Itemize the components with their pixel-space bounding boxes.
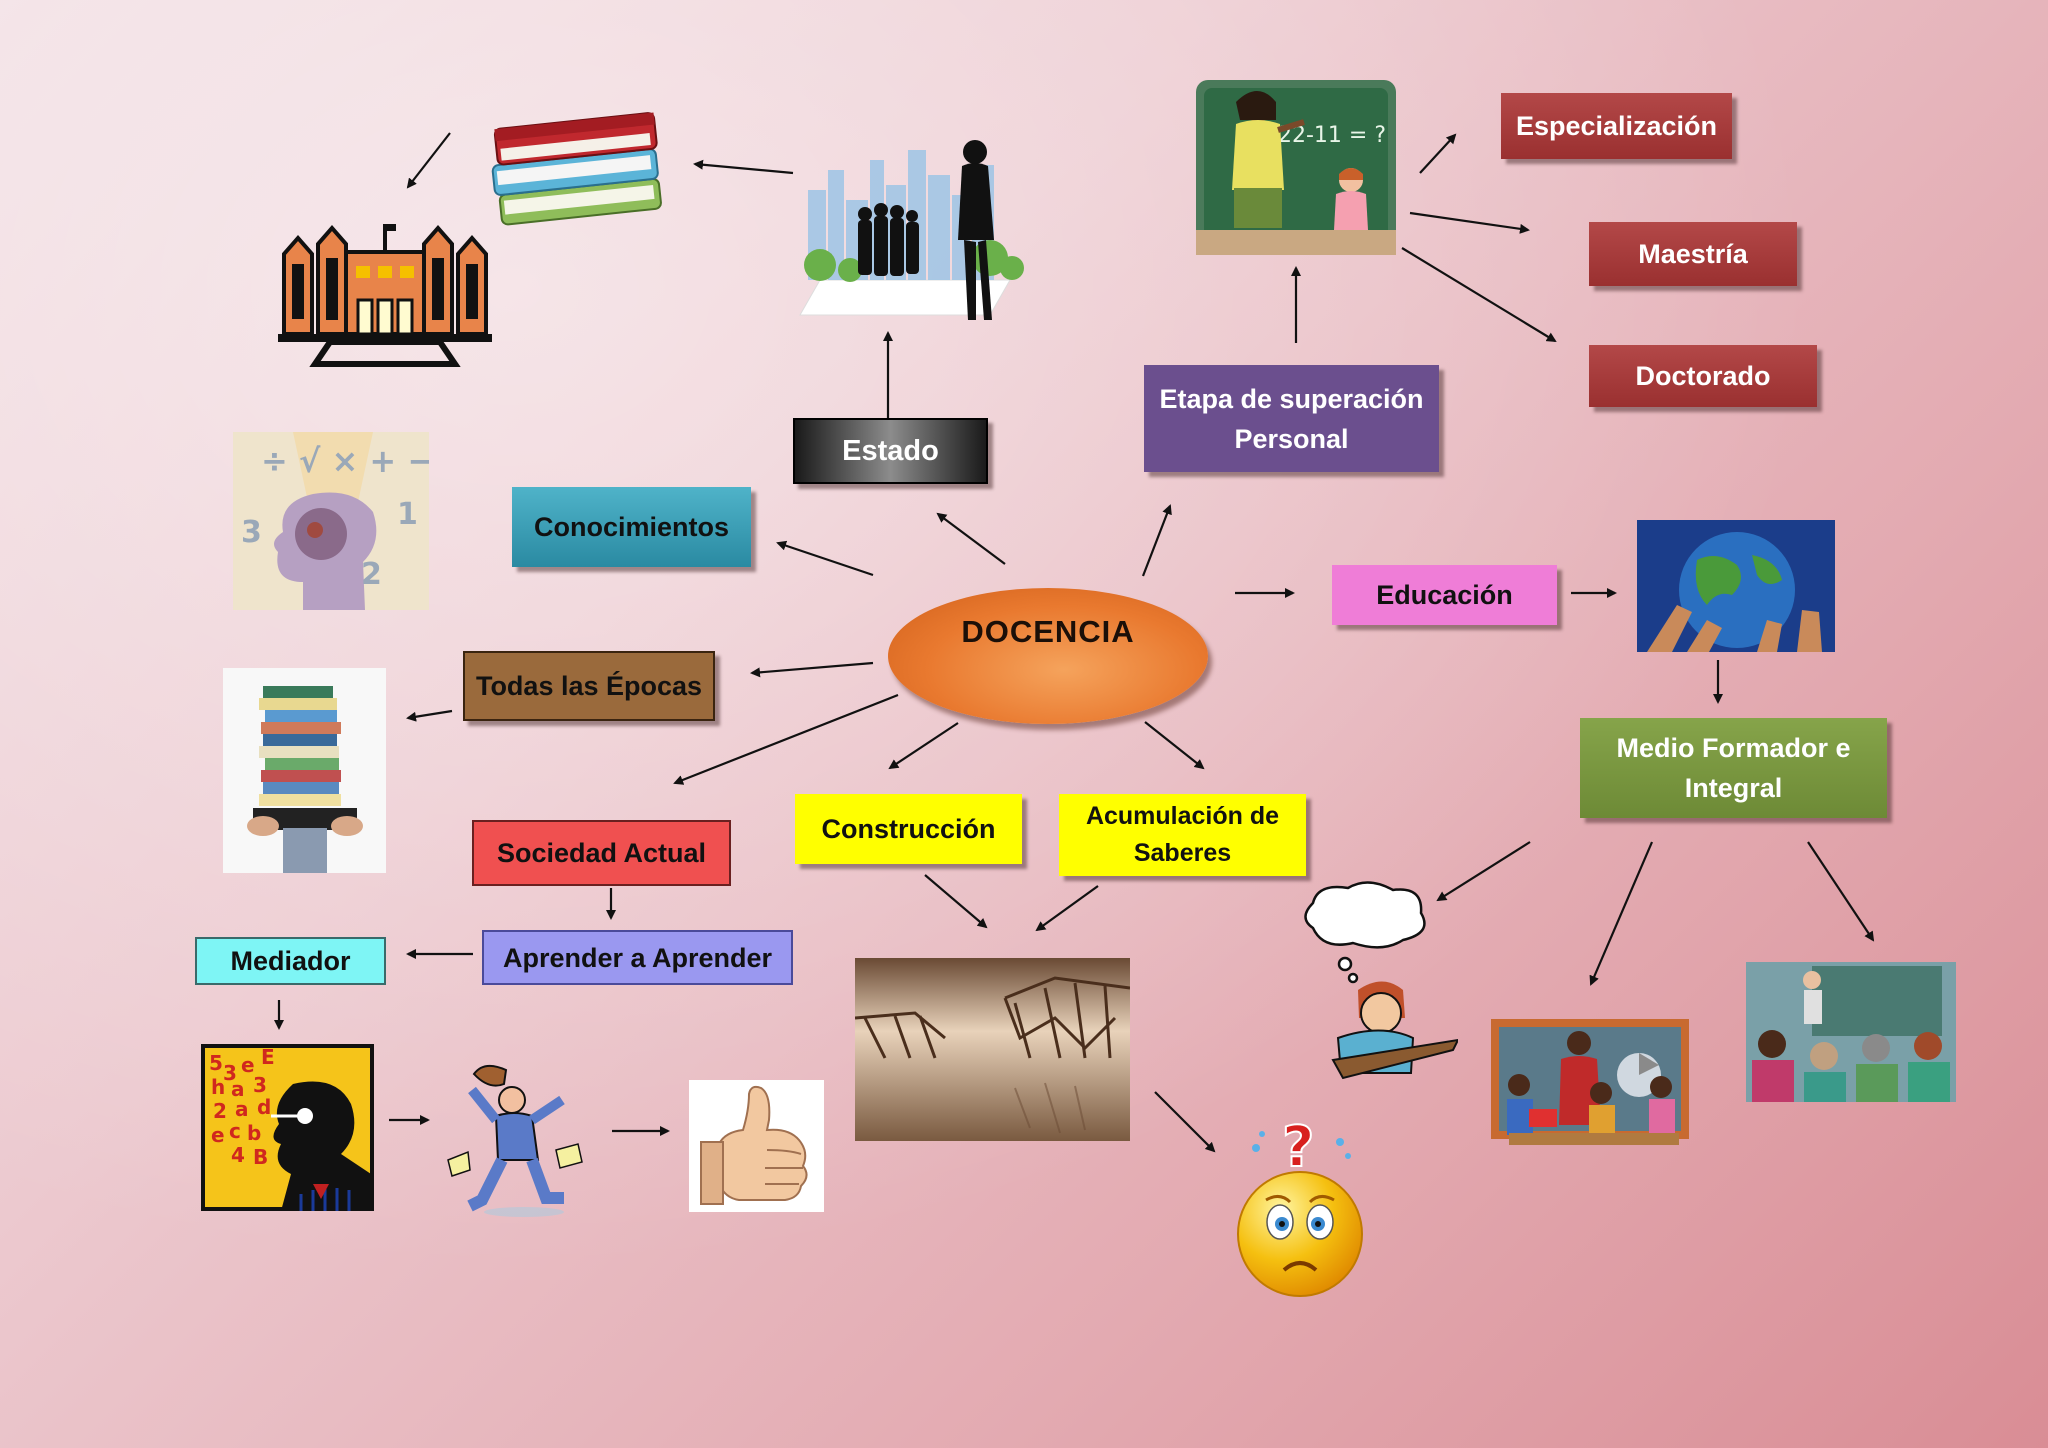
svg-text:e: e xyxy=(211,1123,225,1147)
node-mediador: Mediador xyxy=(195,937,386,985)
math-head-icon: ÷ √ × + − 3 1 2 xyxy=(233,432,429,610)
arrow-skyline-books xyxy=(693,159,794,175)
broken-bridge-photo xyxy=(855,958,1130,1141)
node-educacion: Educación xyxy=(1332,565,1557,625)
node-aprender-a-aprender: Aprender a Aprender xyxy=(482,930,793,985)
arrow-docencia-conocimientos xyxy=(776,540,874,577)
math-symbols: ÷ √ × + − xyxy=(261,442,429,480)
arrow-medio-lecture xyxy=(1807,841,1875,942)
node-medio-formador: Medio Formador e Integral xyxy=(1580,718,1887,818)
arrow-acumulacion-bridge xyxy=(1035,885,1099,932)
arrow-docencia-estado xyxy=(936,512,1006,565)
svg-text:5: 5 xyxy=(209,1051,223,1075)
arrow-docencia-etapa xyxy=(1141,504,1172,577)
arrow-books-school xyxy=(406,132,451,189)
svg-text:d: d xyxy=(257,1095,271,1119)
arrow-medio-thinker xyxy=(1436,841,1531,902)
confused-face-icon: ? xyxy=(1237,1114,1363,1297)
node-etapa-superacion: Etapa de superación Personal xyxy=(1144,365,1439,472)
node-especializacion: Especialización xyxy=(1501,93,1732,159)
svg-text:2: 2 xyxy=(213,1099,227,1123)
svg-text:h: h xyxy=(211,1075,225,1099)
math-number-1: 1 xyxy=(397,497,418,532)
node-estado: Estado xyxy=(793,418,988,484)
arrow-teacher-maestria xyxy=(1409,211,1530,234)
node-doctorado: Doctorado xyxy=(1589,345,1817,407)
svg-text:b: b xyxy=(247,1121,261,1145)
globe-hands-icon xyxy=(1637,520,1835,652)
books-stack-icon xyxy=(491,112,662,226)
arrow-medio-classroom xyxy=(1589,841,1654,986)
node-todas-las-epocas: Todas las Épocas xyxy=(463,651,715,721)
thinking-student-icon xyxy=(1304,881,1458,1080)
math-number-2: 2 xyxy=(361,557,382,592)
svg-text:3: 3 xyxy=(223,1061,237,1085)
teacher-chalkboard-icon: 22-11 = ? xyxy=(1196,80,1396,255)
thumbs-up-icon xyxy=(689,1080,824,1212)
arrow-docencia-epocas xyxy=(750,661,874,678)
svg-text:E: E xyxy=(261,1045,275,1069)
arrow-docencia-acumulacion xyxy=(1144,721,1205,770)
svg-text:B: B xyxy=(253,1145,268,1169)
node-acumulacion-saberes: Acumulación de Saberes xyxy=(1059,794,1306,876)
arrow-epocas-stack xyxy=(406,709,453,722)
arrow-docencia-sociedad xyxy=(673,693,899,785)
lecture-audience-icon xyxy=(1746,962,1956,1102)
city-business-people-icon xyxy=(799,140,1024,320)
node-sociedad-actual: Sociedad Actual xyxy=(472,820,731,886)
classroom-children-icon xyxy=(1491,1019,1689,1145)
svg-text:3: 3 xyxy=(253,1073,267,1097)
arrow-bridge-confused xyxy=(1154,1091,1216,1153)
svg-text:e: e xyxy=(241,1053,255,1077)
arrow-construccion-bridge xyxy=(924,874,988,929)
svg-text:a: a xyxy=(235,1097,249,1121)
node-construccion: Construcción xyxy=(795,794,1022,864)
central-node-docencia: DOCENCIA xyxy=(888,588,1208,724)
jumping-man-icon xyxy=(447,1064,583,1217)
school-building-icon xyxy=(278,224,492,367)
node-maestria: Maestría xyxy=(1589,222,1797,286)
arrow-teacher-especializacion xyxy=(1419,133,1457,174)
arrow-docencia-construccion xyxy=(888,722,959,770)
arrow-teacher-doctorado xyxy=(1401,247,1557,343)
svg-text:a: a xyxy=(231,1077,245,1101)
paper-stack-icon xyxy=(223,668,386,873)
svg-text:c: c xyxy=(229,1119,241,1143)
confused-question-mark: ? xyxy=(1282,1115,1314,1180)
svg-text:4: 4 xyxy=(231,1143,245,1167)
node-conocimientos: Conocimientos xyxy=(512,487,751,567)
math-number-3: 3 xyxy=(241,515,262,550)
